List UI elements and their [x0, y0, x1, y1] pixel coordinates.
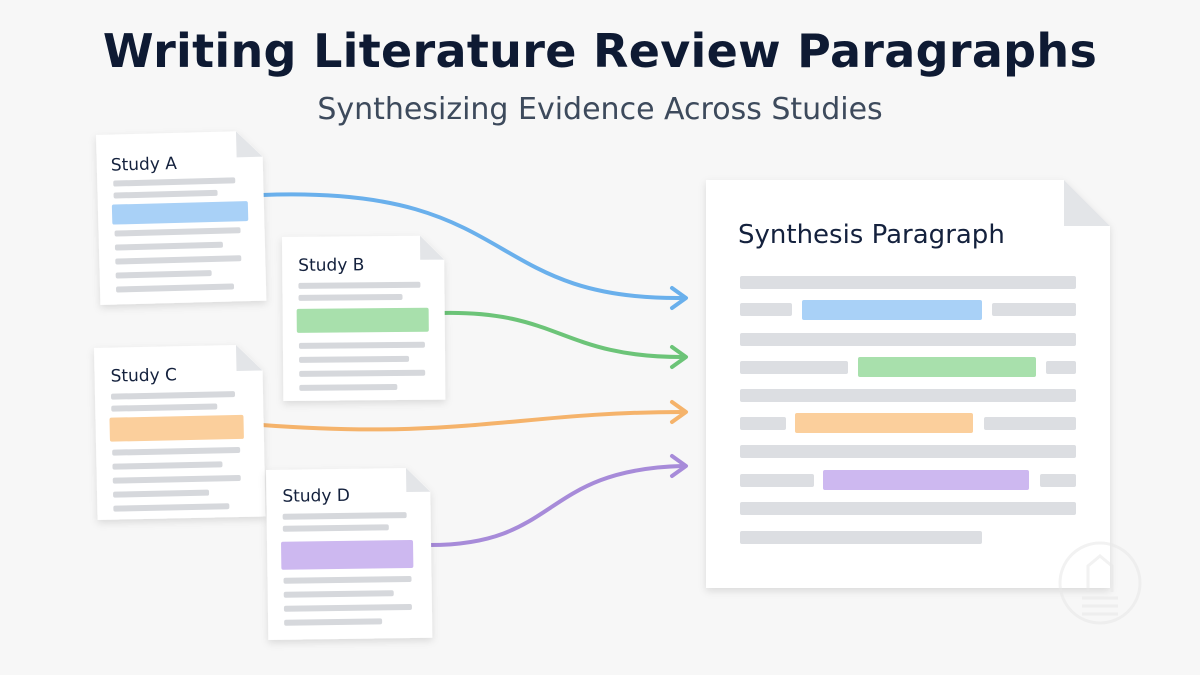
- study-a-highlight: [111, 201, 249, 225]
- study-d-highlight: [281, 539, 414, 570]
- synthesis-highlight-d: [823, 470, 1029, 490]
- arrow-a-head: [670, 286, 688, 310]
- synthesis-title: Synthesis Paragraph: [738, 220, 1005, 250]
- study-c-label: Study C: [110, 365, 177, 386]
- page-subtitle: Synthesizing Evidence Across Studies: [317, 92, 883, 127]
- study-a-document: Study A: [96, 131, 267, 305]
- arrow-b-path: [438, 310, 684, 359]
- synthesis-document: Synthesis Paragraph: [706, 180, 1110, 588]
- study-b-label: Study B: [298, 255, 364, 276]
- arrow-d: [428, 454, 688, 547]
- study-b-highlight: [296, 307, 429, 333]
- arrow-a: [260, 192, 688, 310]
- arrow-b-head: [670, 345, 688, 369]
- study-c-document: Study C: [94, 345, 266, 520]
- arrow-b: [438, 310, 688, 369]
- arrow-d-path: [428, 464, 684, 547]
- arrow-c: [260, 400, 688, 432]
- synthesis-highlight-a: [802, 300, 982, 320]
- synthesis-highlight-b: [858, 357, 1036, 377]
- study-d-label: Study D: [282, 486, 350, 507]
- study-d-document: Study D: [266, 468, 433, 640]
- watermark-logo: [1058, 541, 1142, 625]
- arrow-a-path: [260, 192, 684, 301]
- arrow-c-path: [260, 410, 684, 432]
- study-b-document: Study B: [282, 235, 446, 401]
- study-a-label: Study A: [111, 154, 178, 176]
- arrow-c-head: [670, 400, 688, 424]
- arrow-d-head: [670, 454, 688, 478]
- study-c-highlight: [109, 414, 244, 442]
- page-title: Writing Literature Review Paragraphs: [102, 24, 1098, 78]
- synthesis-highlight-c: [795, 413, 973, 433]
